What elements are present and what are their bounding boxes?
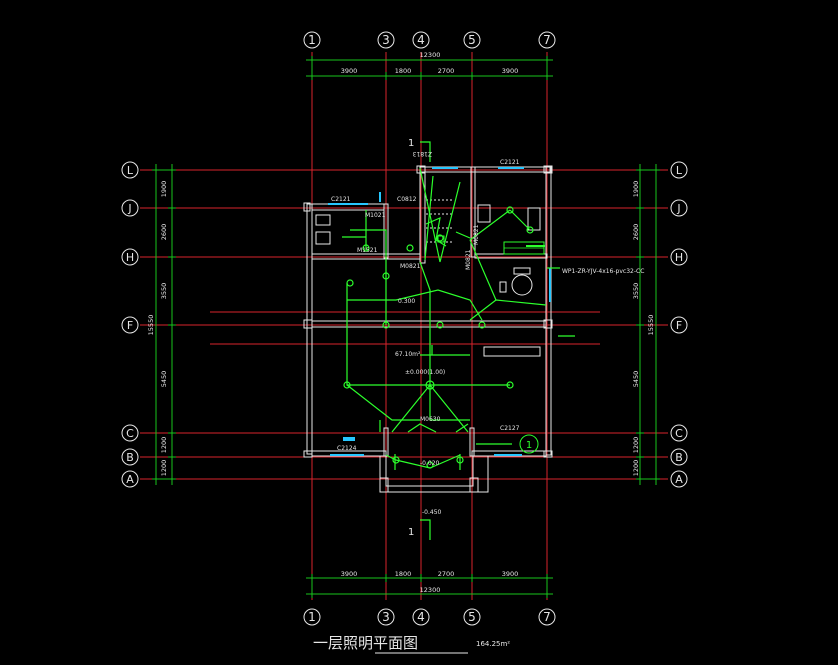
label-c2121-left: C2121 <box>331 196 351 203</box>
dim-left-seg-1: 1900 <box>160 181 168 198</box>
dim-left-total: 15550 <box>147 315 155 336</box>
label-level-000: ±0.000(1.00) <box>405 369 445 376</box>
label-m1521: M1521 <box>357 247 378 254</box>
dim-left-seg-5: 1200 <box>160 437 168 454</box>
grid-left-F: F <box>127 319 133 332</box>
grid-left-J: J <box>127 202 131 215</box>
grid-bottom-4: 4 <box>417 610 425 624</box>
grid-right-J: J <box>676 202 680 215</box>
grid-top-5: 5 <box>468 33 476 47</box>
dim-right-seg-1: 1900 <box>632 181 640 198</box>
grid-right-L: L <box>676 164 683 177</box>
windows <box>328 167 551 456</box>
grid-left-H: H <box>126 251 134 264</box>
dim-right-total: 15550 <box>647 315 655 336</box>
label-c0812: C0812 <box>397 196 417 203</box>
dim-right-seg-5: 1200 <box>632 437 640 454</box>
label-level-0300: 0.300 <box>398 298 415 305</box>
dim-right-seg-2: 2600 <box>632 224 640 241</box>
dim-left-seg-4: 5450 <box>160 371 168 388</box>
grid-right-C: C <box>675 427 683 440</box>
grid-lines <box>140 52 668 600</box>
dim-bottom-seg-3: 2700 <box>438 570 455 578</box>
grid-left-B: B <box>126 451 134 464</box>
dim-right-seg-3: 3550 <box>632 283 640 300</box>
grid-bubbles-left: L J H F C B A <box>121 161 139 488</box>
dim-bottom-seg-1: 3900 <box>341 570 358 578</box>
dim-top-seg-4: 3900 <box>502 67 519 75</box>
detail-callout: 1 <box>526 440 532 451</box>
grid-bottom-3: 3 <box>382 610 390 624</box>
dim-top-seg-3: 2700 <box>438 67 455 75</box>
grid-right-B: B <box>675 451 683 464</box>
dimension-lines <box>152 56 660 598</box>
label-feeder: WP1-ZR-YJV-4x16-pvc32-CC <box>562 268 644 275</box>
dim-right-seg-6: 1200 <box>632 460 640 477</box>
dim-top-total: 12300 <box>420 51 441 59</box>
label-level-0450: -0.450 <box>422 509 442 516</box>
label-level-0020: -0.020 <box>420 460 440 467</box>
dim-bottom-total: 12300 <box>420 586 441 594</box>
drawing-title: 一层照明平面图 <box>313 634 418 652</box>
dim-left-seg-3: 3550 <box>160 283 168 300</box>
grid-left-A: A <box>126 473 134 486</box>
drawing-area: 164.25m² <box>476 640 510 648</box>
grid-bubbles-top: 1 3 4 5 7 <box>303 31 556 49</box>
dimension-texts: 12300 3900 1800 2700 3900 3900 1800 2700… <box>147 51 655 594</box>
label-m0821-b: M0821 <box>465 249 472 270</box>
grid-left-L: L <box>127 164 134 177</box>
grid-top-4: 4 <box>417 33 425 47</box>
grid-bottom-7: 7 <box>543 610 551 624</box>
dim-left-seg-6: 1200 <box>160 460 168 477</box>
dim-bottom-seg-2: 1800 <box>395 570 412 578</box>
label-c2127: C2127 <box>500 425 520 432</box>
label-c2124: C2124 <box>337 445 357 452</box>
dim-top-seg-1: 3900 <box>341 67 358 75</box>
grid-left-C: C <box>126 427 134 440</box>
label-z1813: Z1813 <box>412 150 432 157</box>
dim-left-seg-2: 2600 <box>160 224 168 241</box>
grid-bubbles-bottom: 1 3 4 5 7 <box>303 608 556 626</box>
dim-bottom-seg-4: 3900 <box>502 570 519 578</box>
section-mark-bottom: 1 <box>408 527 414 538</box>
grid-bottom-5: 5 <box>468 610 476 624</box>
label-c2121-right: C2121 <box>500 159 520 166</box>
grid-top-7: 7 <box>543 33 551 47</box>
dim-right-seg-4: 5450 <box>632 371 640 388</box>
wiring <box>342 141 575 540</box>
label-m0821-c: M0821 <box>473 224 480 245</box>
annotations: C2121 C2121 C0812 M1021 M1521 M0821 M082… <box>331 150 644 516</box>
dim-top-seg-2: 1800 <box>395 67 412 75</box>
label-m1021: M1021 <box>365 212 386 219</box>
label-area: 67.10m² <box>395 351 421 358</box>
grid-top-3: 3 <box>382 33 390 47</box>
grid-right-H: H <box>675 251 683 264</box>
grid-right-A: A <box>675 473 683 486</box>
grid-bubbles-right: L J H F C B A <box>670 161 688 488</box>
label-m0630: M0630 <box>420 416 441 423</box>
grid-bottom-1: 1 <box>308 610 316 624</box>
section-mark-top: 1 <box>408 138 414 149</box>
label-m0821-a: M0821 <box>400 263 421 270</box>
grid-top-1: 1 <box>308 33 316 47</box>
grid-right-F: F <box>676 319 682 332</box>
